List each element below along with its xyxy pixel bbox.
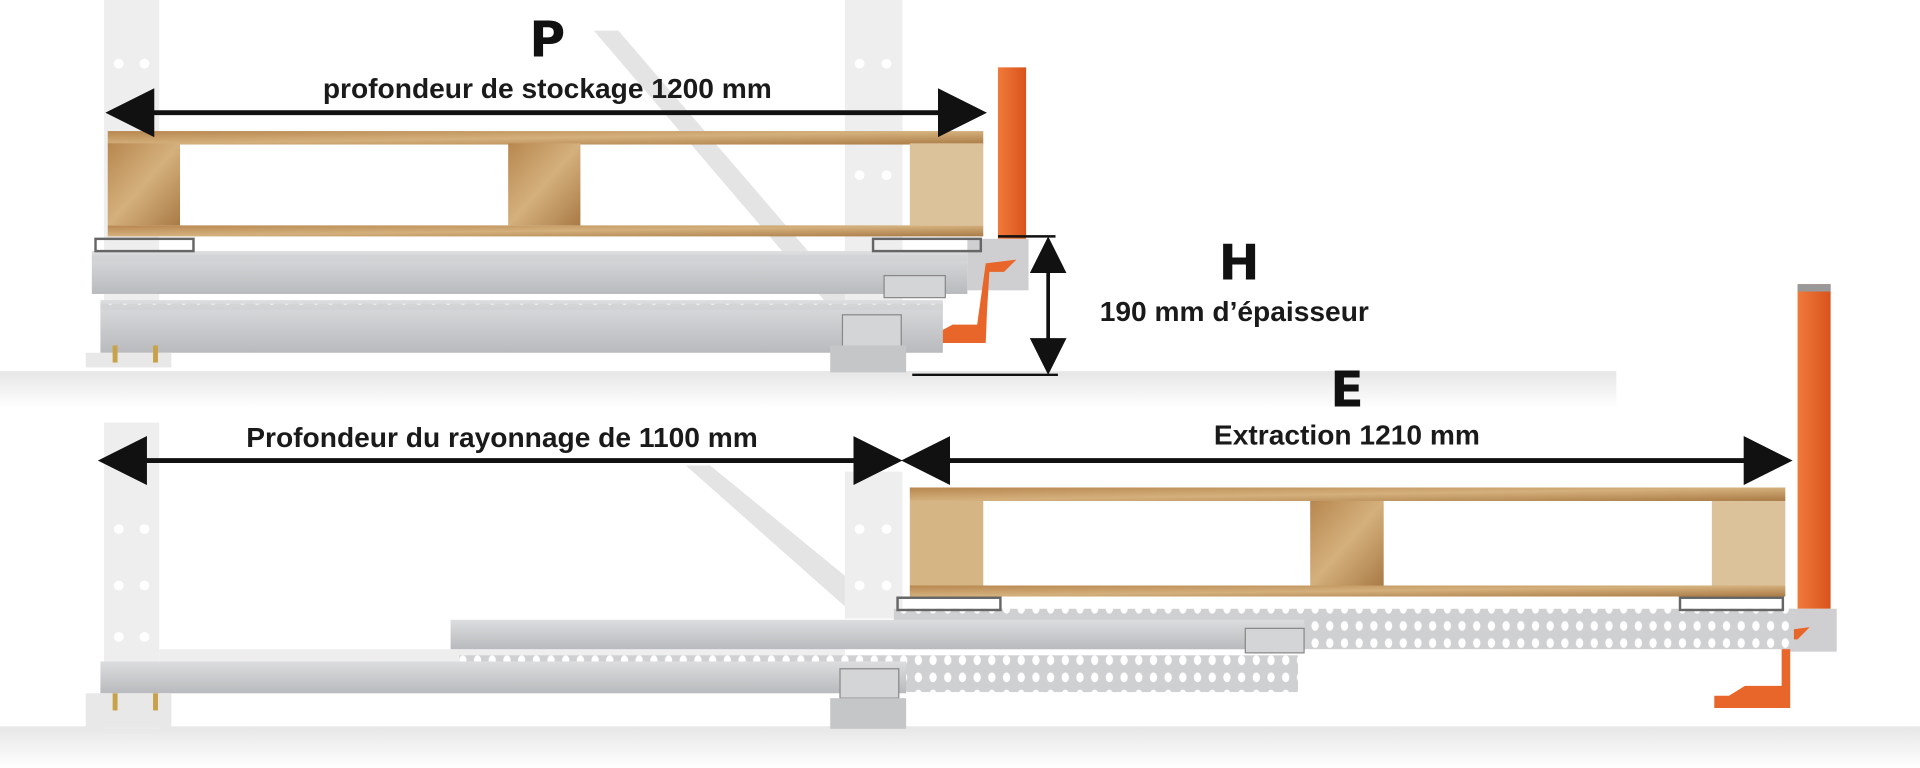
- extraction-letter-e: E: [1330, 362, 1363, 419]
- floor-bottom: [0, 726, 1920, 768]
- upright-middle-bottom: [844, 471, 903, 619]
- height-caption: 190 mm d’épaisseur: [1100, 296, 1369, 327]
- pallet-extracted: [909, 487, 1786, 597]
- orange-bar-top: [997, 67, 1027, 239]
- depth-letter-p: P: [529, 11, 565, 68]
- extraction-caption: Extraction 1210 mm: [1214, 420, 1480, 451]
- bottom-rack: [85, 284, 1837, 729]
- height-letter-h: H: [1219, 234, 1260, 291]
- rail-base: [100, 661, 907, 694]
- rack-depth-caption: Profondeur du rayonnage de 1100 mm: [246, 422, 758, 453]
- orange-bar-bottom: [1797, 284, 1831, 609]
- diagonal-brace-bottom: [685, 465, 845, 607]
- rail-middle: [450, 619, 1305, 650]
- storage-depth-caption: profondeur de stockage 1200 mm: [323, 73, 772, 104]
- floor-top: [0, 371, 1617, 408]
